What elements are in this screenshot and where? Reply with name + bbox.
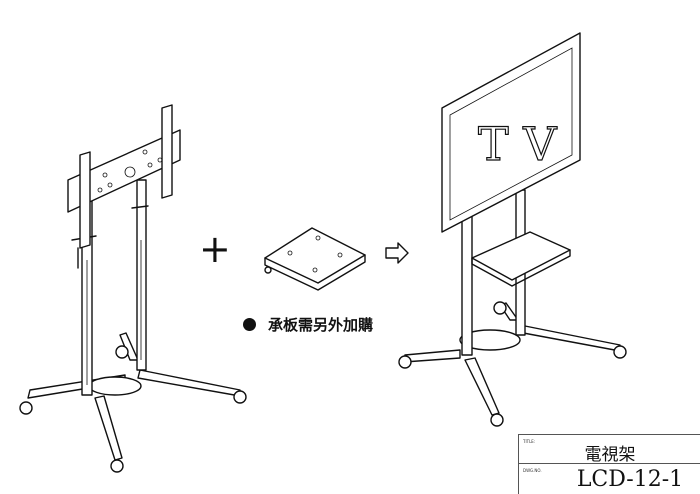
note-text: 承板需另外加購 bbox=[268, 316, 374, 334]
title-block: TITLE: 電視架 DWG.NO. LCD-12-1 bbox=[518, 434, 700, 494]
arrow-right-icon bbox=[385, 242, 409, 264]
shelf-plate-icon bbox=[264, 227, 366, 291]
right-stand-with-tv: T V bbox=[398, 32, 627, 427]
bullet-icon bbox=[243, 318, 256, 331]
plus-symbol: + bbox=[199, 227, 231, 271]
title-row: TITLE: 電視架 bbox=[519, 435, 700, 465]
drawing-number-value: LCD-12-1 bbox=[576, 467, 684, 492]
title-value: 電視架 bbox=[584, 445, 636, 465]
title-label: TITLE: bbox=[523, 439, 536, 444]
drawing-number-label: DWG.NO. bbox=[523, 468, 542, 473]
left-stand-without-shelf bbox=[19, 104, 247, 473]
shelf-note: 承板需另外加購 bbox=[243, 314, 373, 335]
tv-label: T V bbox=[478, 117, 557, 171]
drawing-number-row: DWG.NO. LCD-12-1 bbox=[519, 464, 700, 494]
